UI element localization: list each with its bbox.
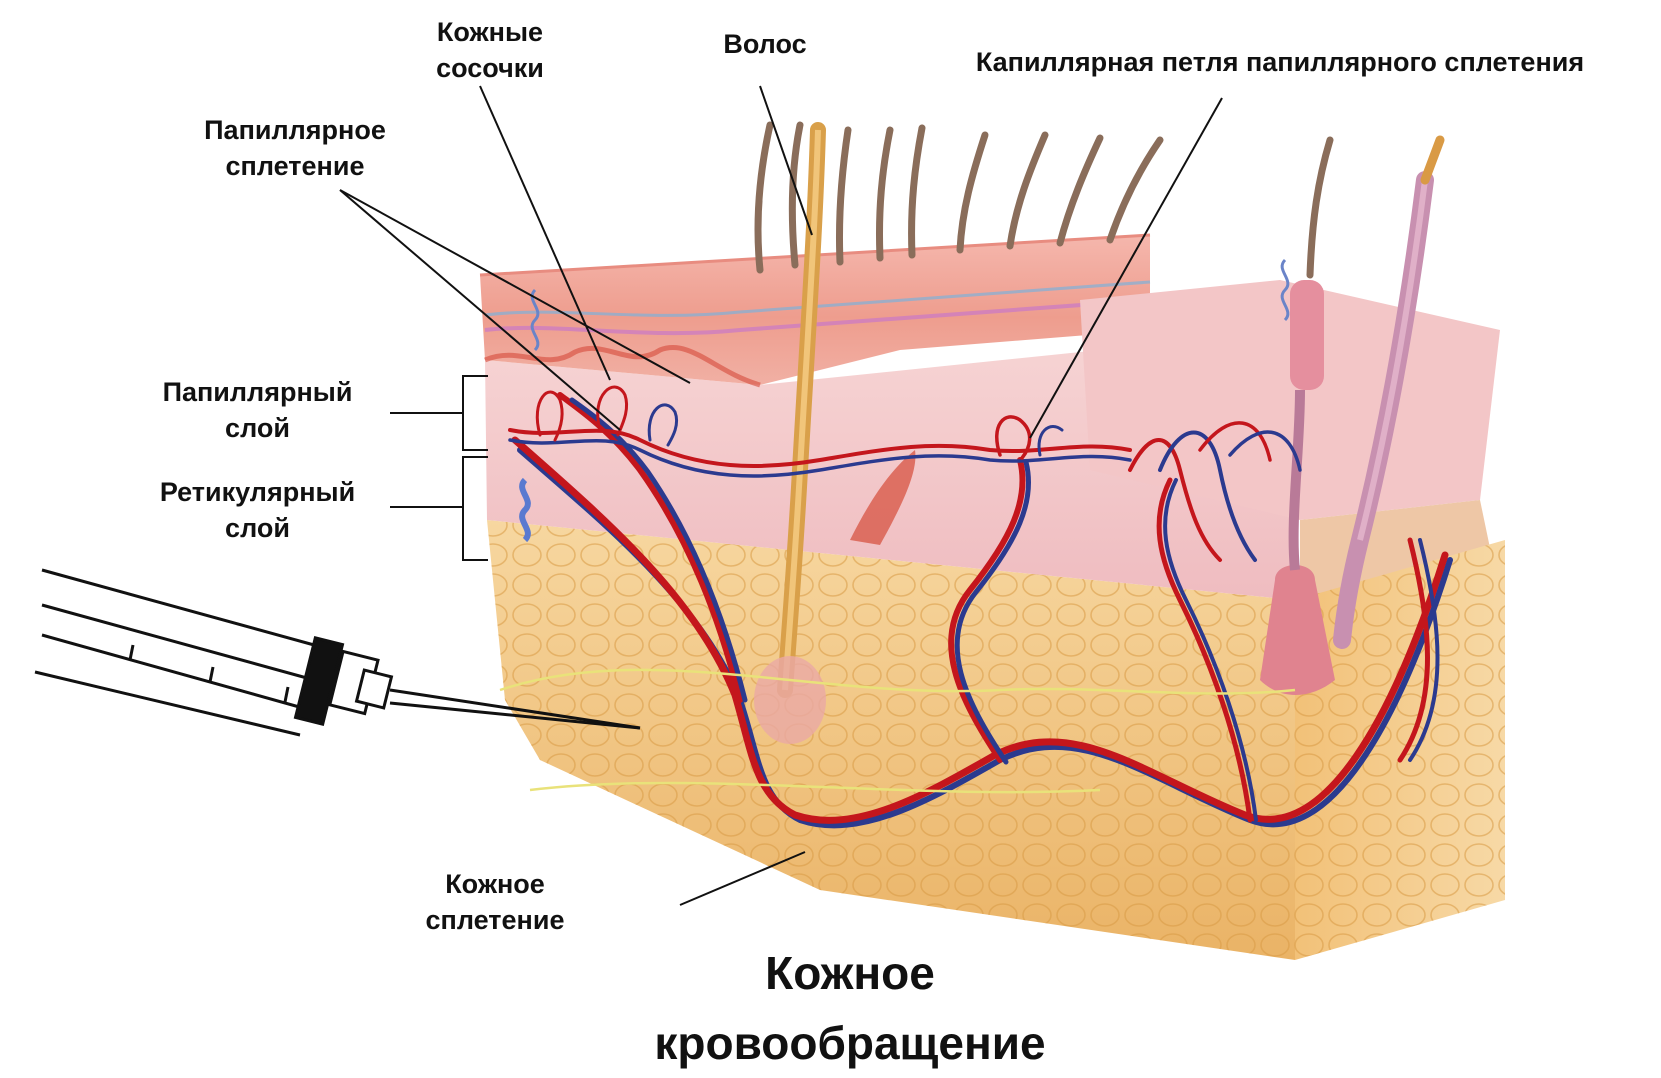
label-capillary-loop: Капиллярная петля папиллярного сплетения xyxy=(925,44,1635,80)
label-hair: Волос xyxy=(695,26,835,62)
label-papillary-layer: Папиллярный слой xyxy=(125,374,390,446)
diagram-title: Кожное кровообращение xyxy=(590,938,1110,1078)
label-papillary-plexus: Папиллярное сплетение xyxy=(170,112,420,184)
hair-bulb xyxy=(754,656,826,744)
label-dermal-papillae: Кожные сосочки xyxy=(400,14,580,86)
label-reticular-layer: Ретикулярный слой xyxy=(120,474,395,546)
label-cutaneous-plexus: Кожное сплетение xyxy=(390,866,600,938)
